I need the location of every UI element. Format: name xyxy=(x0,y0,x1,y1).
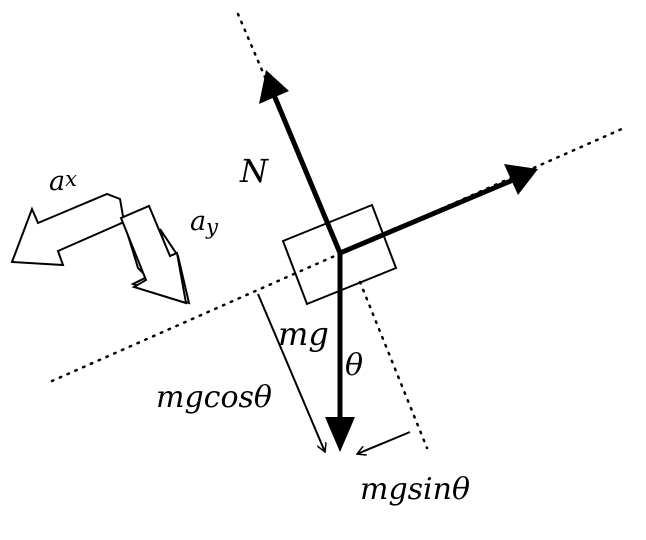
weight-arrowhead xyxy=(325,417,355,452)
block xyxy=(281,203,398,306)
acceleration-y-subscript: y xyxy=(205,215,219,239)
acceleration-x-label: ax xyxy=(49,166,77,197)
incline-force-arrowhead xyxy=(504,164,538,195)
parallel-component-label: mgsinθ xyxy=(360,472,470,507)
perpendicular-component-arrow xyxy=(257,293,325,452)
weight-label: mg xyxy=(278,315,329,353)
parallel-component-arrow xyxy=(357,431,411,454)
angle-label: θ xyxy=(345,348,363,383)
acceleration-y-label: ay xyxy=(190,206,219,239)
acceleration-x-symbol: a xyxy=(49,166,65,197)
acceleration-y-arrow-body xyxy=(119,204,188,305)
incline-force-arrow-shaft xyxy=(337,177,516,256)
perpendicular-projection-dotted-line xyxy=(358,280,429,450)
acceleration-x-arrow xyxy=(10,192,126,267)
acceleration-x-subscript: x xyxy=(65,167,77,191)
acceleration-y-symbol: a xyxy=(190,206,206,237)
normal-force-label: N xyxy=(239,152,269,190)
normal-force-arrowhead xyxy=(259,70,289,104)
normal-force-arrow-shaft xyxy=(271,92,343,256)
perpendicular-component-label: mgcosθ xyxy=(156,380,272,415)
